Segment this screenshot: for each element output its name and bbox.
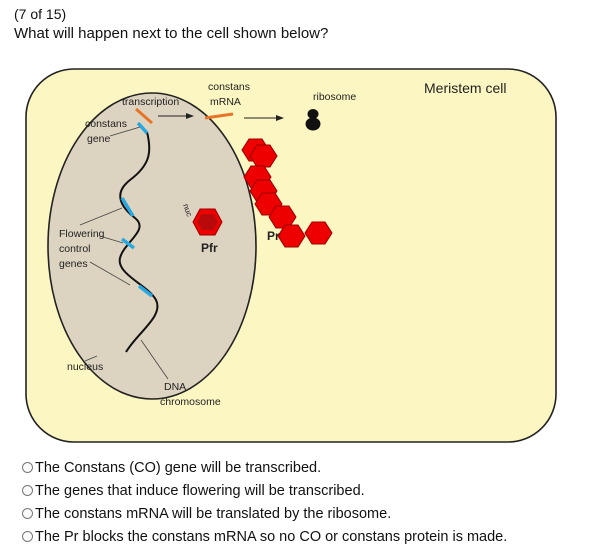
answer-option-1[interactable]: The Constans (CO) gene will be transcrib… (22, 456, 507, 479)
constans-mrna (204, 112, 234, 120)
constans-mrna-label-line2: mRNA (210, 96, 241, 108)
answer-option-label: The constans mRNA will be translated by … (35, 505, 392, 522)
nuc-label: nuc (181, 203, 194, 218)
answer-option-label: The genes that induce flowering will be … (35, 482, 365, 499)
radio-button[interactable] (22, 531, 33, 542)
constans-mrna-label-line1: constans (208, 81, 250, 93)
flowering-gene-segment-1 (120, 197, 135, 217)
flowering-gene-pointers (79, 207, 131, 286)
answer-option-label: The Constans (CO) gene will be transcrib… (35, 459, 322, 476)
flowering-gene-segment-3 (137, 284, 154, 298)
answer-options: The Constans (CO) gene will be transcrib… (22, 456, 507, 548)
constans-gene-segment (136, 121, 149, 135)
radio-button[interactable] (22, 485, 33, 496)
dna-chromosome (118, 131, 159, 353)
flowering-label-line3: genes (59, 258, 88, 270)
radio-button[interactable] (22, 462, 33, 473)
radio-button[interactable] (22, 508, 33, 519)
answer-option-3[interactable]: The constans mRNA will be translated by … (22, 502, 507, 525)
answer-option-2[interactable]: The genes that induce flowering will be … (22, 479, 507, 502)
dna-label-line2: chromosome (160, 396, 221, 408)
constans-gene-label-line1: constans (85, 118, 127, 130)
flowering-gene-segment-2 (120, 237, 136, 250)
question-text: What will happen next to the cell shown … (14, 25, 329, 42)
answer-option-label: The Pr blocks the constans mRNA so no CO… (35, 528, 508, 545)
nucleus-pointer (84, 355, 98, 362)
question-counter: (7 of 15) (14, 6, 67, 22)
pfr-label: Pfr (201, 241, 218, 255)
constans-gene-label-line2: gene (87, 133, 111, 145)
flowering-label-line1: Flowering (59, 228, 105, 240)
transcription-label: transcription (122, 96, 179, 108)
cell-label: Meristem cell (424, 80, 506, 96)
nucleus (47, 92, 257, 400)
dna-pointer (140, 339, 169, 380)
flowering-label-line2: control (59, 243, 91, 255)
ribosome (305, 109, 321, 131)
pr-protein-chain (241, 138, 333, 248)
constans-gene-pointer (109, 126, 141, 137)
pr-label: Pr (267, 229, 280, 243)
ribosome-label: ribosome (313, 91, 356, 103)
nucleus-label: nucleus (67, 361, 103, 373)
pfr-protein-core (197, 214, 218, 230)
answer-option-4[interactable]: The Pr blocks the constans mRNA so no CO… (22, 525, 507, 548)
nascent-mrna (135, 107, 153, 125)
dna-label-line1: DNA (164, 381, 186, 393)
